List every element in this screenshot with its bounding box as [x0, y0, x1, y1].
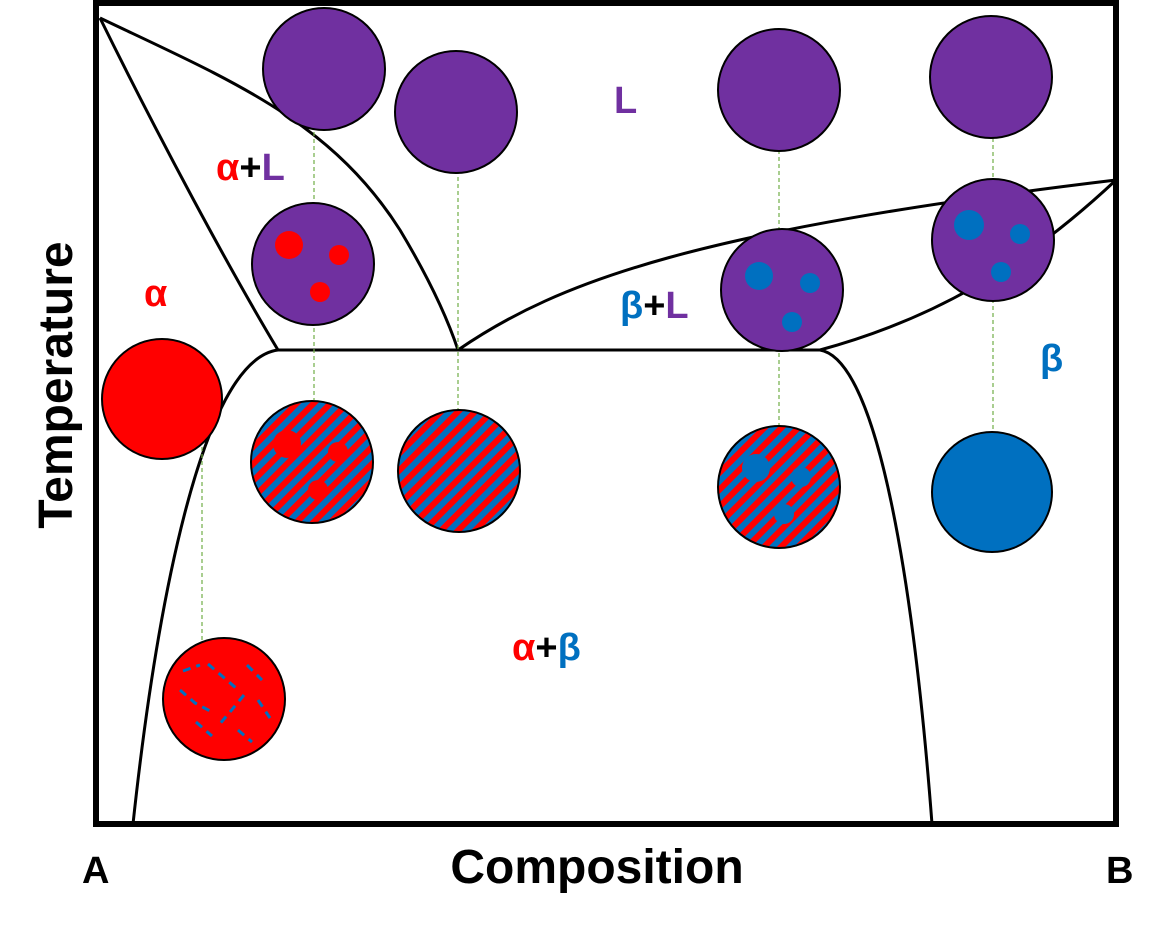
beta-particle [774, 504, 794, 524]
composition-end-a: A [82, 850, 109, 892]
liquid-symbol: L [665, 285, 688, 327]
x-axis-title: Composition [450, 841, 743, 894]
composition-end-b: B [1106, 850, 1133, 892]
alpha-particle [273, 430, 301, 458]
region-label-alpha-beta: α+β [512, 627, 581, 669]
alpha-particle [310, 282, 330, 302]
eutectic-microstructure-1 [250, 400, 374, 524]
solvus-right [819, 348, 934, 825]
beta-particle [991, 262, 1011, 282]
eutectic-circle [250, 400, 374, 524]
alpha-particle [328, 442, 348, 462]
beta-liquid-microstructure-2 [931, 178, 1055, 302]
beta-particle [782, 312, 802, 332]
region-label-liquid: L [614, 80, 637, 122]
beta-particle [954, 210, 984, 240]
solidus-left [98, 17, 280, 351]
region-label-alpha: α [144, 273, 167, 315]
alpha-liquid-circle [251, 202, 375, 326]
beta-liquid-circle [720, 228, 844, 352]
beta-symbol: β [620, 285, 643, 327]
beta-liquid-circle [931, 178, 1055, 302]
eutectic-microstructure-2 [717, 425, 841, 549]
plus-symbol: + [643, 285, 665, 327]
liquid-circle-3 [717, 28, 841, 152]
beta-particle [800, 273, 820, 293]
eutectic-circle-pure [397, 409, 521, 533]
beta-precipitates [179, 662, 272, 744]
cooling-paths [201, 125, 994, 640]
beta-liquid-microstructure-1 [720, 228, 844, 352]
eutectic-circle [717, 425, 841, 549]
region-label-alpha-liquid: α+L [216, 147, 285, 189]
beta-particle [745, 262, 773, 290]
liquid-circle-4 [929, 15, 1053, 139]
alpha-precipitate-circle [162, 637, 286, 761]
alpha-particle [308, 480, 328, 500]
liquidus-left [99, 16, 460, 351]
alpha-liquid-microstructure [251, 202, 375, 326]
region-label-beta-liquid: β+L [620, 285, 689, 327]
plot-frame [93, 0, 1119, 827]
beta-particle [1010, 224, 1030, 244]
alpha-precipitate-microstructure [162, 637, 286, 761]
beta-particle [791, 467, 811, 487]
liquid-circle-1 [262, 7, 386, 131]
plus-symbol: + [239, 147, 261, 189]
beta-particle [742, 454, 770, 482]
alpha-symbol: α [512, 627, 535, 669]
solvus-left [131, 348, 279, 825]
liquid-symbol: L [262, 147, 285, 189]
alpha-symbol: α [216, 147, 239, 189]
alpha-particle [275, 231, 303, 259]
liquid-microstructures [262, 7, 1053, 174]
region-label-beta: β [1040, 338, 1063, 380]
beta-symbol: β [558, 627, 581, 669]
liquid-circle-2 [394, 50, 518, 174]
alpha-solid-circle [101, 338, 223, 460]
alpha-particle [329, 245, 349, 265]
plus-symbol: + [535, 627, 557, 669]
beta-solid-circle [931, 431, 1053, 553]
y-axis-title: Temperature [30, 241, 83, 528]
